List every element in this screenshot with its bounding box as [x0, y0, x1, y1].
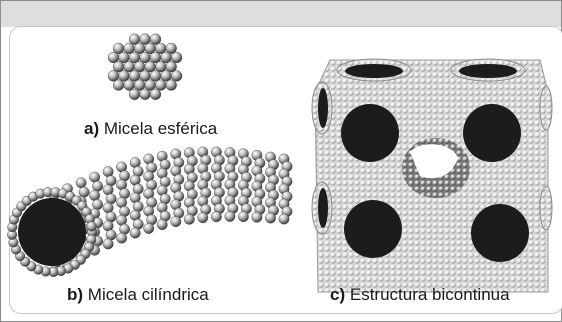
molecule-sphere: [87, 222, 97, 232]
molecule-sphere: [155, 80, 166, 91]
molecule-sphere: [124, 80, 135, 91]
molecule-sphere: [171, 71, 182, 82]
molecule-sphere: [155, 61, 166, 72]
cylindrical-micelle: [7, 147, 292, 277]
molecule-sphere: [89, 190, 99, 200]
caption-b: b) Micela cilíndrica: [67, 285, 209, 305]
cylinder-core: [18, 198, 86, 266]
molecule-sphere: [119, 71, 130, 82]
molecule-sphere: [279, 214, 289, 224]
molecule-sphere: [92, 199, 102, 209]
molecule-sphere: [252, 212, 262, 222]
molecule-sphere: [129, 89, 140, 100]
molecule-sphere: [103, 239, 113, 249]
molecule-sphere: [76, 178, 86, 188]
molecule-sphere: [157, 219, 167, 229]
caption-c-text: Estructura bicontinua: [350, 285, 510, 304]
molecule-sphere: [119, 52, 130, 63]
caption-c-letter: c): [330, 285, 345, 304]
molecule-sphere: [92, 181, 102, 191]
molecule-sphere: [238, 211, 248, 221]
molecule-sphere: [103, 203, 113, 213]
molecule-sphere: [144, 223, 154, 233]
molecule-sphere: [140, 89, 151, 100]
molecule-sphere: [171, 216, 181, 226]
molecule-sphere: [113, 80, 124, 91]
caption-a-text: Micela esférica: [104, 119, 217, 138]
caption-b-text: Micela cilíndrica: [88, 285, 209, 304]
molecule-sphere: [79, 187, 89, 197]
molecule-sphere: [265, 213, 275, 223]
spherical-micelle: [108, 34, 182, 100]
molecule-sphere: [171, 52, 182, 63]
caption-a-letter: a): [84, 119, 99, 138]
central-channel: [402, 138, 470, 198]
molecule-sphere: [89, 172, 99, 182]
molecule-sphere: [150, 71, 161, 82]
molecule-sphere: [150, 89, 161, 100]
molecule-sphere: [166, 80, 177, 91]
molecule-sphere: [130, 228, 140, 238]
caption-b-letter: b): [67, 285, 83, 304]
molecule-sphere: [211, 212, 221, 222]
molecule-sphere: [150, 52, 161, 63]
molecule-sphere: [150, 34, 161, 45]
molecule-sphere: [225, 211, 235, 221]
bicontinuous-structure: [312, 59, 552, 292]
molecule-sphere: [116, 233, 126, 243]
molecule-sphere: [198, 213, 208, 223]
molecule-sphere: [124, 61, 135, 72]
caption-a: a) Micela esférica: [84, 119, 217, 139]
caption-c: c) Estructura bicontinua: [330, 285, 510, 305]
molecule-sphere: [184, 214, 194, 224]
molecule-sphere: [106, 176, 116, 186]
